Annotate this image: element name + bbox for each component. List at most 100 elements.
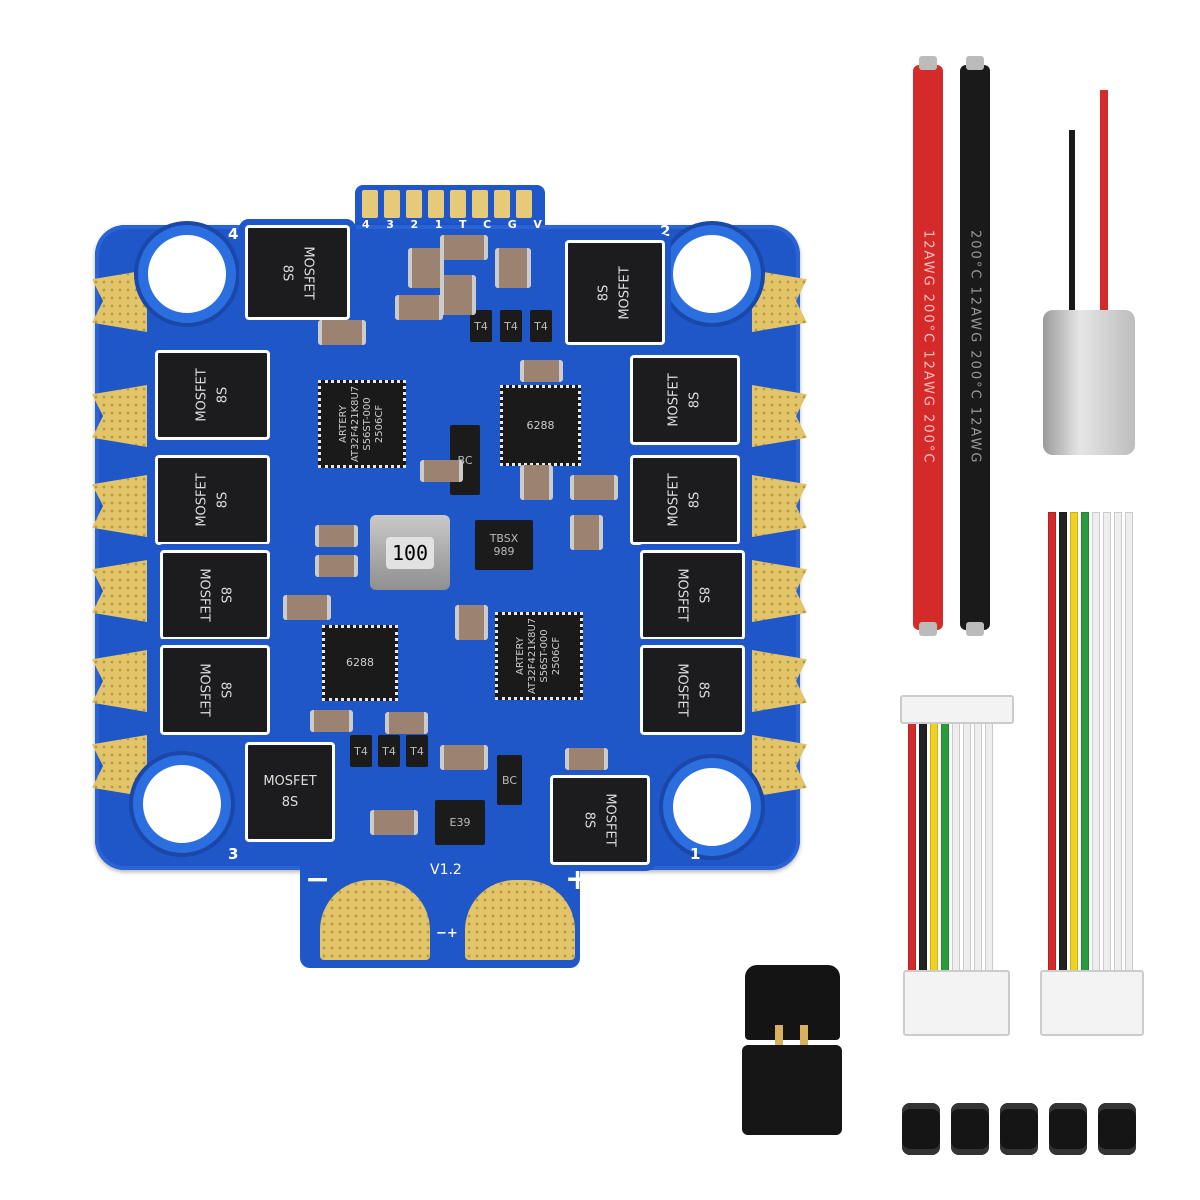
mosfet-label: 8S (688, 491, 703, 509)
wire-tip (966, 622, 984, 636)
ribbon-wire (1114, 512, 1122, 972)
pin-label: T (459, 218, 467, 231)
ceramic-capacitor (495, 248, 531, 288)
gold-finger (494, 190, 510, 218)
xt30-cap (745, 965, 840, 1040)
connector-pin (775, 1025, 783, 1050)
ceramic-capacitor (408, 248, 444, 288)
ceramic-capacitor (420, 460, 463, 482)
ribbon-wire (1103, 512, 1111, 972)
mounting-hole (663, 758, 761, 856)
capacitor-lead-red (1100, 90, 1108, 320)
mcu-chip: ARTERY AT32F421K8U7 S56ST-000 2506CF (318, 380, 406, 468)
gold-finger (472, 190, 488, 218)
red-power-wire: 12AWG 200°C 12AWG 200°C (913, 65, 943, 630)
inductor: 100 (370, 515, 450, 590)
motor-pad (752, 270, 807, 332)
corner-number: 3 (228, 845, 239, 863)
gold-finger (450, 190, 466, 218)
transistor: T4 (500, 310, 522, 342)
electrolytic-capacitor (1043, 310, 1135, 455)
mosfet-label: MOSFET (667, 373, 682, 427)
mosfet-label: 8S (279, 264, 295, 281)
pin-label: V (533, 218, 542, 231)
plus-sign: + (565, 862, 591, 897)
ribbon-wire (908, 712, 916, 972)
ceramic-capacitor (440, 275, 476, 315)
ribbon-wire (1125, 512, 1133, 972)
ribbon-wire (985, 712, 993, 972)
mosfet-label: MOSFET (194, 473, 210, 527)
ceramic-capacitor (570, 475, 618, 500)
xt30-connector (742, 1045, 842, 1135)
pin-label: G (507, 218, 517, 231)
ribbon-wire (1048, 512, 1056, 972)
battery-positive-pad (465, 880, 575, 960)
battery-negative-pad (320, 880, 430, 960)
ribbon-wire (919, 712, 927, 972)
pin-label: 4 (362, 218, 370, 231)
corner-number: 4 (228, 225, 239, 243)
mounting-hole (138, 225, 236, 323)
pin-label: 1 (434, 218, 443, 231)
rubber-grommet (951, 1103, 989, 1155)
transistor: T4 (530, 310, 552, 342)
mosfet-label: 8S (218, 586, 233, 604)
wire-tip (919, 622, 937, 636)
signal-cable-long (1048, 512, 1133, 972)
ceramic-capacitor (440, 745, 488, 770)
rubber-grommet (1049, 1103, 1087, 1155)
mosfet: 8S MOSFET (640, 645, 745, 735)
mosfet-label: MOSFET (618, 265, 633, 320)
version-label: V1.2 (430, 862, 462, 878)
ceramic-capacitor (318, 320, 366, 345)
corner-number: 1 (690, 845, 701, 863)
rubber-grommet (902, 1103, 940, 1155)
mosfet-label: 8S (215, 386, 231, 404)
ceramic-capacitor (385, 712, 428, 734)
signal-cable-short (908, 712, 993, 972)
mounting-hole (663, 225, 761, 323)
pin-labels: 4 3 2 1 T C G V (362, 218, 542, 231)
mosfet-label: 8S (582, 811, 597, 829)
pin-label: 2 (410, 218, 419, 231)
corner-number: 2 (660, 222, 671, 240)
mosfet-label: MOSFET (263, 774, 317, 789)
transistor: T4 (350, 735, 372, 767)
black-power-wire: 200°C 12AWG 200°C 12AWG (960, 65, 990, 630)
ceramic-capacitor (570, 515, 603, 550)
ceramic-capacitor (565, 748, 608, 770)
mosfet-label: MOSFET (603, 793, 618, 847)
ceramic-capacitor (395, 295, 443, 320)
ceramic-capacitor (455, 605, 488, 640)
mcu-chip: ARTERY AT32F421K8U7 S56ST-000 2506CF (495, 612, 583, 700)
gold-finger (428, 190, 444, 218)
mosfet-label: 8S (695, 586, 711, 604)
ceramic-capacitor (315, 555, 358, 577)
jst-connector (903, 970, 1010, 1036)
ceramic-capacitor (370, 810, 418, 835)
ribbon-wire (1081, 512, 1089, 972)
pin-label: C (483, 218, 492, 231)
inductor-label: 100 (385, 536, 435, 569)
gate-driver-chip: 6288 (500, 385, 581, 466)
ribbon-wire (1092, 512, 1100, 972)
ribbon-wire (1070, 512, 1078, 972)
wire-print: 12AWG 200°C 12AWG 200°C (920, 230, 936, 465)
gate-driver-chip: 6288 (322, 625, 398, 701)
ceramic-capacitor (315, 525, 358, 547)
regulator-ic: TBSX 989 (475, 520, 533, 570)
ribbon-wire (930, 712, 938, 972)
mosfet-label: 8S (695, 681, 711, 699)
minus-sign: − (305, 862, 331, 897)
ribbon-wire (941, 712, 949, 972)
mosfet-label: MOSFET (674, 663, 690, 717)
ceramic-capacitor (520, 465, 553, 500)
